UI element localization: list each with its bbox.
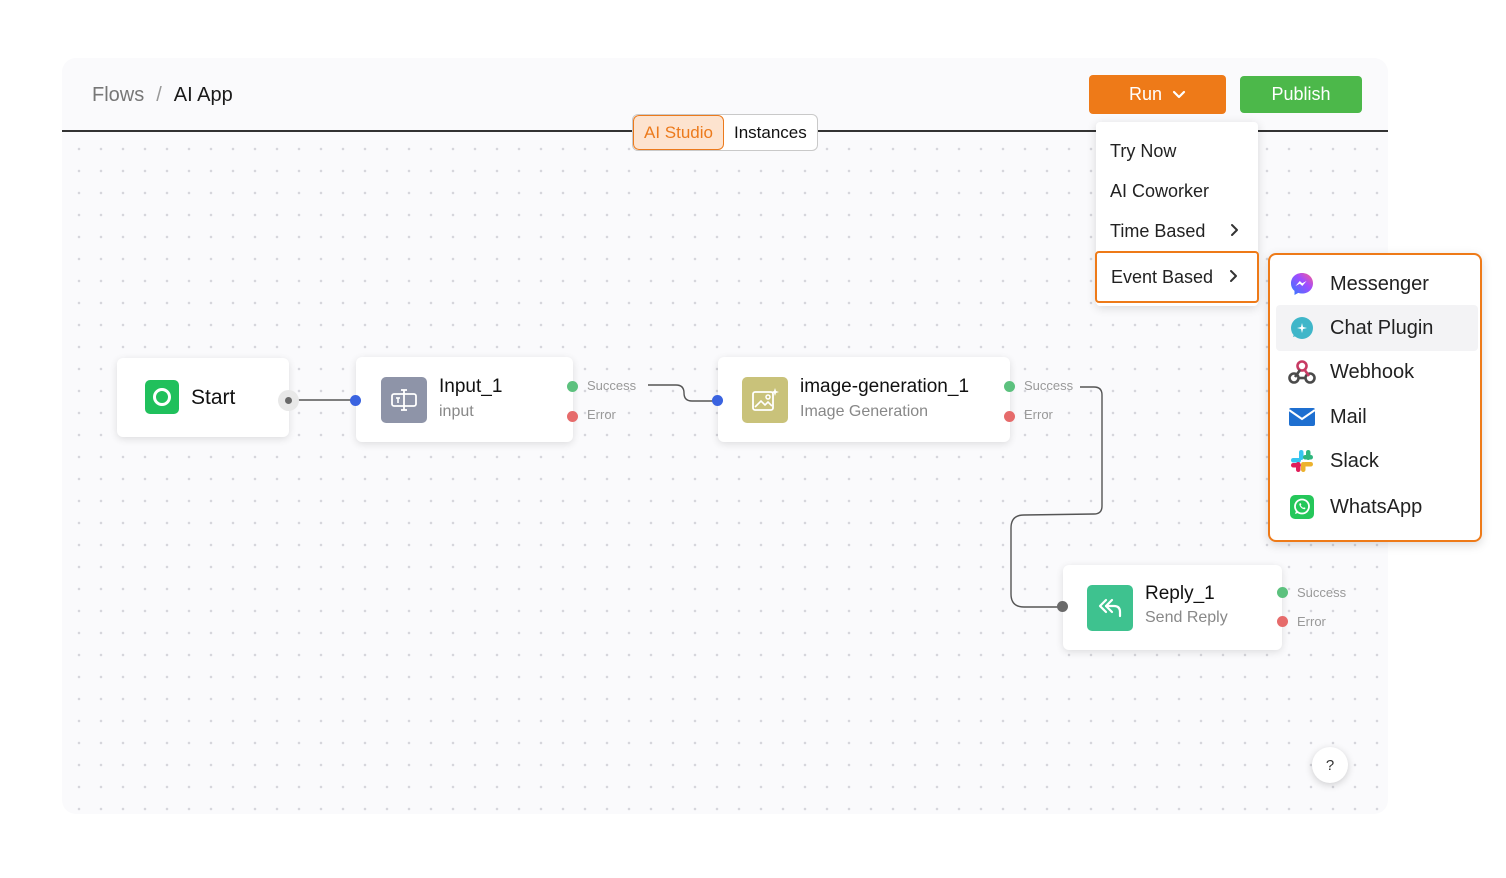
- submenu-item-whatsapp[interactable]: WhatsApp: [1276, 484, 1478, 530]
- slack-icon: [1288, 447, 1316, 475]
- reply-input-port[interactable]: [1057, 601, 1068, 612]
- image-generation-icon: [742, 377, 788, 423]
- submenu-item-label: Slack: [1330, 449, 1379, 472]
- reply-node[interactable]: Reply_1 Send Reply: [1063, 565, 1282, 650]
- chevron-right-icon: [1229, 267, 1239, 288]
- input-error-port[interactable]: [567, 411, 578, 422]
- input-node-subtitle: input: [439, 403, 474, 420]
- tab-instances[interactable]: Instances: [734, 122, 807, 142]
- breadcrumb-separator: /: [156, 84, 162, 106]
- breadcrumb: Flows / AI App: [92, 84, 233, 107]
- submenu-item-mail[interactable]: Mail: [1276, 394, 1478, 440]
- whatsapp-icon: [1288, 493, 1316, 521]
- input-success-port[interactable]: [567, 381, 578, 392]
- submenu-item-label: Mail: [1330, 405, 1367, 428]
- start-output-port-center: [285, 397, 292, 404]
- submenu-item-label: Messenger: [1330, 272, 1429, 295]
- input-error-label: Error: [587, 407, 616, 422]
- chat-plugin-icon: [1288, 314, 1316, 342]
- image-generation-node-subtitle: Image Generation: [800, 403, 929, 420]
- reply-error-label: Error: [1297, 614, 1326, 629]
- event-based-submenu: Messenger Chat Plugin Webhook Mail Slack…: [1268, 253, 1482, 542]
- image-generation-node-title: image-generation_1: [800, 376, 970, 397]
- breadcrumb-current: AI App: [173, 84, 233, 106]
- reply-error-port[interactable]: [1277, 616, 1288, 627]
- run-button[interactable]: Run: [1089, 75, 1226, 114]
- messenger-icon: [1288, 270, 1316, 298]
- menu-item-try-now[interactable]: Try Now: [1096, 131, 1258, 171]
- start-icon: [145, 380, 179, 414]
- image-generation-success-label: Success: [1024, 378, 1074, 393]
- menu-item-ai-coworker[interactable]: AI Coworker: [1096, 171, 1258, 211]
- chevron-right-icon: [1230, 221, 1240, 242]
- menu-item-event-based[interactable]: Event Based: [1095, 251, 1259, 303]
- help-button[interactable]: ?: [1312, 747, 1348, 783]
- image-generation-input-port[interactable]: [712, 395, 723, 406]
- reply-node-title: Reply_1: [1145, 583, 1215, 604]
- input-success-label: Success: [587, 378, 637, 393]
- input-icon: [381, 377, 427, 423]
- publish-button[interactable]: Publish: [1240, 76, 1362, 113]
- reply-success-port[interactable]: [1277, 587, 1288, 598]
- submenu-item-webhook[interactable]: Webhook: [1276, 349, 1478, 395]
- image-generation-success-port[interactable]: [1004, 381, 1015, 392]
- submenu-item-slack[interactable]: Slack: [1276, 438, 1478, 484]
- view-tabs: AI Studio Instances: [632, 114, 818, 151]
- submenu-item-chat-plugin[interactable]: Chat Plugin: [1276, 305, 1478, 351]
- menu-item-label: Time Based: [1110, 220, 1206, 241]
- mail-icon: [1288, 403, 1316, 431]
- menu-item-label: AI Coworker: [1110, 180, 1210, 201]
- image-generation-node[interactable]: image-generation_1 Image Generation: [718, 357, 1010, 442]
- reply-icon: [1087, 585, 1133, 631]
- submenu-item-label: Webhook: [1330, 360, 1415, 383]
- menu-item-time-based[interactable]: Time Based: [1096, 211, 1258, 251]
- submenu-item-messenger[interactable]: Messenger: [1276, 261, 1478, 307]
- run-button-label: Run: [1128, 84, 1163, 104]
- image-generation-error-port[interactable]: [1004, 411, 1015, 422]
- reply-node-subtitle: Send Reply: [1145, 609, 1228, 626]
- reply-success-label: Success: [1297, 585, 1347, 600]
- tab-ai-studio[interactable]: AI Studio: [633, 115, 724, 150]
- chevron-down-icon: [1172, 84, 1186, 105]
- input-input-port[interactable]: [350, 395, 361, 406]
- webhook-icon: [1288, 358, 1316, 386]
- menu-item-label: Try Now: [1110, 140, 1177, 161]
- input-node[interactable]: Input_1 input: [356, 357, 573, 442]
- menu-item-label: Event Based: [1111, 266, 1214, 287]
- start-node[interactable]: Start: [117, 358, 289, 437]
- run-dropdown-menu: Try Now AI Coworker Time Based Event Bas…: [1095, 122, 1259, 306]
- submenu-item-label: WhatsApp: [1330, 495, 1423, 518]
- breadcrumb-flows-link[interactable]: Flows: [92, 84, 145, 106]
- start-node-title: Start: [191, 386, 236, 409]
- submenu-item-label: Chat Plugin: [1330, 316, 1434, 339]
- image-generation-error-label: Error: [1024, 407, 1053, 422]
- input-node-title: Input_1: [439, 376, 503, 397]
